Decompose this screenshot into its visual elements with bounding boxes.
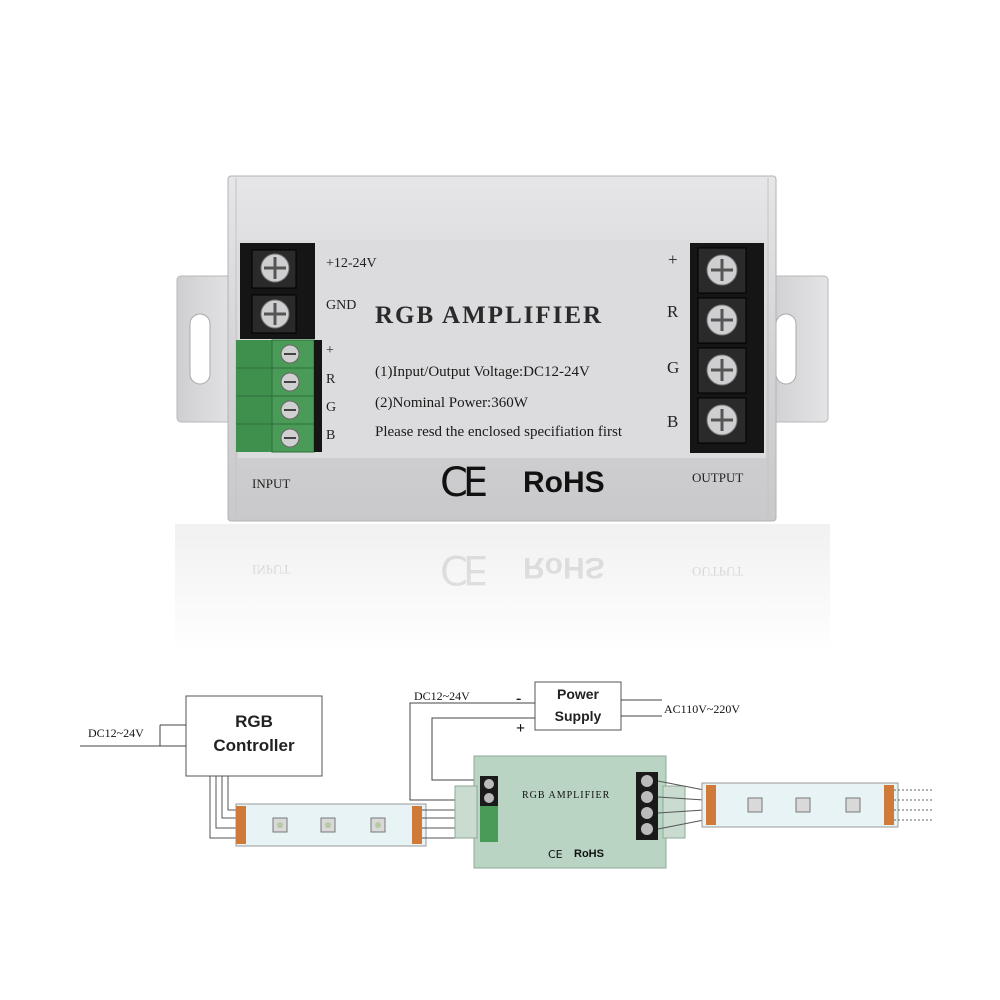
input-channel-b: B [326,428,336,443]
rgb-controller-line2: Controller [213,736,295,755]
output-channel-g: G [667,358,680,377]
spec-line-notice: Please resd the enclosed specifiation fi… [375,424,623,440]
reflection-ce-mark: CE [440,546,484,592]
output-section-label: OUTPUT [692,470,744,485]
minus-sign: - [516,690,522,707]
mains-input-voltage: AC110V~220V [664,702,741,716]
rgb-controller-box [185,695,323,777]
reflection-input-label: INPUT [252,562,291,577]
output-channel-plus: + [668,250,678,269]
input-label-power: +12-24V [326,256,377,271]
reflection-rohs-mark: RoHS [523,551,605,584]
controller-input-voltage: DC12~24V [88,726,144,740]
ce-mark: CE [440,460,488,506]
power-supply-line2: Supply [554,708,602,724]
input-section-label: INPUT [252,476,291,491]
device-title: RGB AMPLIFIER [375,302,604,329]
rgb-amplifier-device [176,175,829,522]
led-strip-right [701,782,899,828]
led-strip-left [235,803,427,847]
input-power-terminal-block [240,243,315,339]
input-channel-g: G [326,400,337,415]
diagram-amplifier [454,755,686,869]
input-label-gnd: GND [326,298,357,313]
rgb-controller-line1: RGB [235,712,273,731]
spec-line-voltage: (1)Input/Output Voltage:DC12-24V [375,364,590,380]
diagram-rohs-mark: RoHS [574,848,604,860]
amplifier-input-voltage: DC12~24V [414,689,470,703]
reflection-output-label: OUTPUT [692,564,744,579]
input-channel-r: R [326,372,336,387]
input-channel-plus: + [326,343,334,358]
output-channel-r: R [667,302,679,321]
power-supply-box [534,681,622,731]
output-channel-b: B [667,412,679,431]
plus-sign: + [516,720,526,737]
output-terminal-block [690,243,764,453]
rohs-mark: RoHS [523,466,605,499]
input-signal-connector [236,339,322,453]
spec-line-power: (2)Nominal Power:360W [375,395,528,411]
wiring-diagram [80,681,932,869]
device-reflection [175,524,830,654]
diagram-amplifier-title: RGB AMPLIFIER [522,790,611,801]
power-supply-line1: Power [556,686,599,702]
diagram-ce-mark: CE [548,848,563,861]
